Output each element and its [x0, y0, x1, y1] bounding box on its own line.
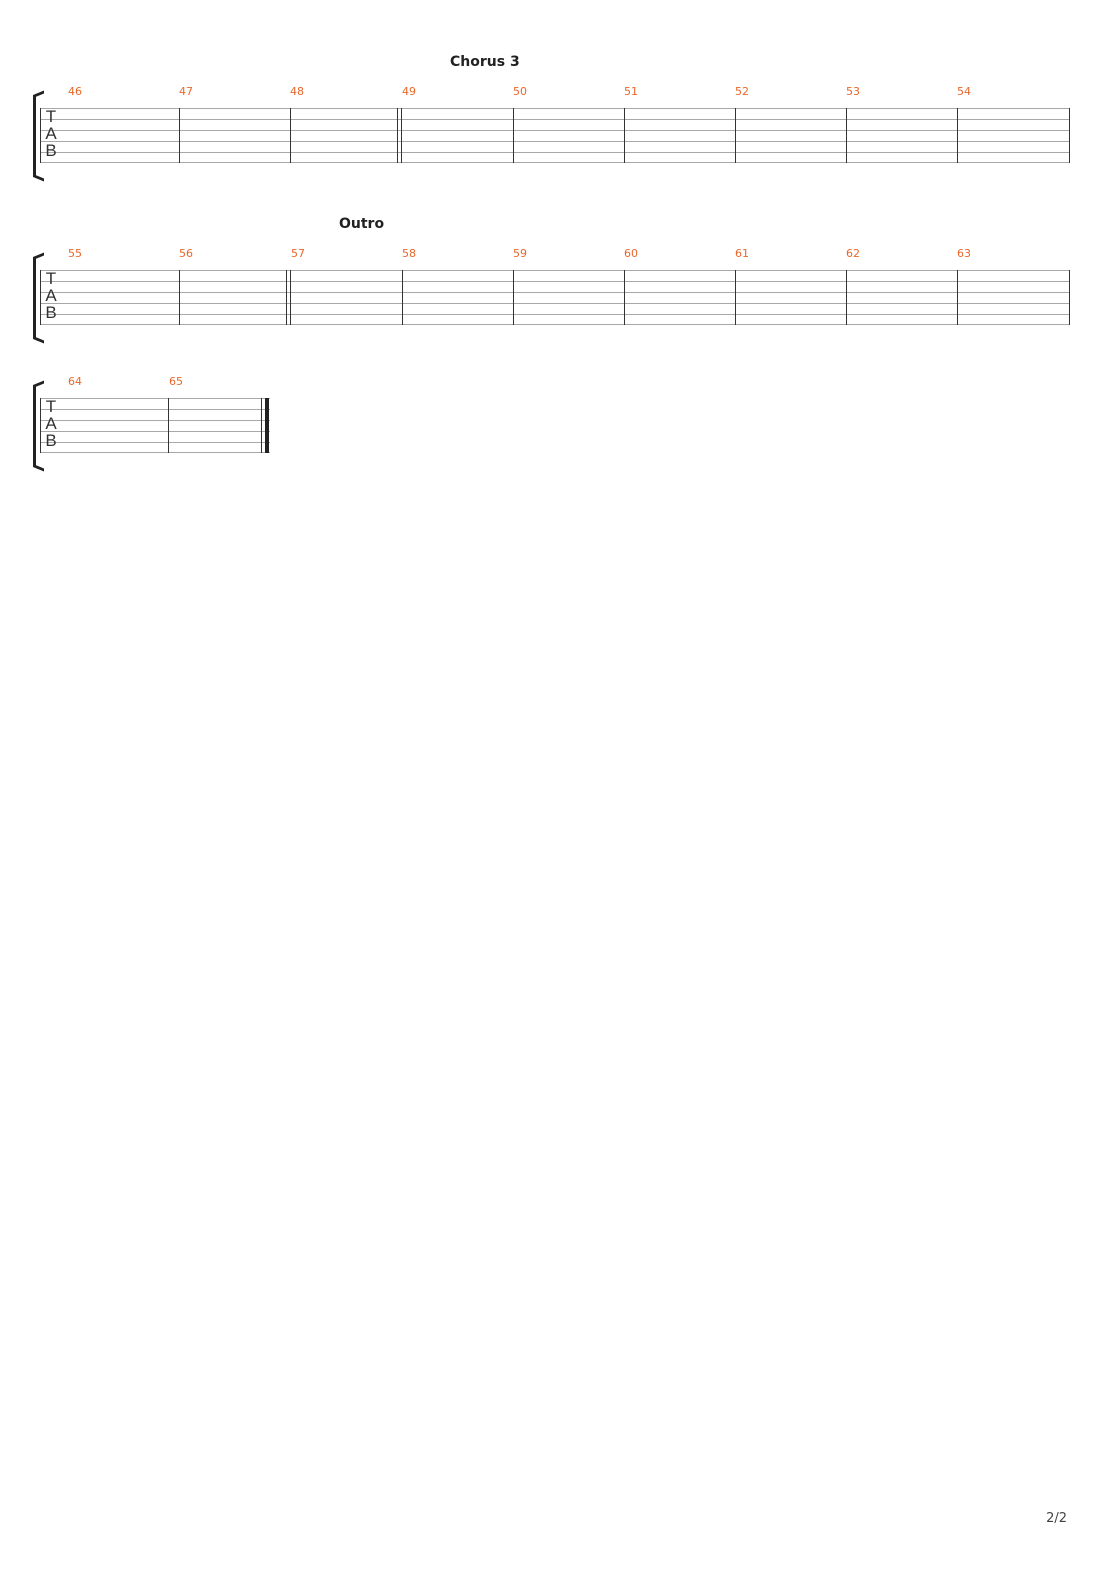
measure-number: 57 — [291, 247, 305, 260]
section-double-barline — [286, 270, 287, 325]
barline — [1069, 108, 1070, 163]
system-bracket — [33, 252, 44, 344]
section-title-chorus-3: Chorus 3 — [450, 54, 520, 70]
system-bracket — [33, 90, 44, 182]
final-barline-thin — [261, 398, 262, 453]
barline — [846, 108, 847, 163]
barline — [624, 108, 625, 163]
tab-staff: T A B — [40, 108, 1070, 163]
section-double-barline — [397, 108, 398, 163]
tab-clef: T A B — [45, 397, 57, 450]
section-double-barline — [290, 270, 291, 325]
measure-number: 54 — [957, 85, 971, 98]
barline — [40, 270, 41, 325]
measure-number: 51 — [624, 85, 638, 98]
measure-number: 46 — [68, 85, 82, 98]
measure-number: 60 — [624, 247, 638, 260]
measure-number: 48 — [290, 85, 304, 98]
measure-number: 64 — [68, 375, 82, 388]
tab-staff: T A B — [40, 270, 1070, 325]
barline — [290, 108, 291, 163]
barline — [1069, 270, 1070, 325]
system-bracket — [33, 380, 44, 472]
barline — [513, 270, 514, 325]
barline — [168, 398, 169, 453]
measure-number: 49 — [402, 85, 416, 98]
measure-number: 53 — [846, 85, 860, 98]
measure-number: 62 — [846, 247, 860, 260]
measure-number: 61 — [735, 247, 749, 260]
section-double-barline — [401, 108, 402, 163]
tab-clef: T A B — [45, 269, 57, 322]
barline — [40, 398, 41, 453]
barline — [735, 270, 736, 325]
barline — [402, 270, 403, 325]
barline — [957, 108, 958, 163]
final-barline-thick — [265, 398, 269, 453]
measure-number: 47 — [179, 85, 193, 98]
tab-staff: T A B — [40, 398, 270, 453]
measure-number: 63 — [957, 247, 971, 260]
barline — [846, 270, 847, 325]
measure-number: 55 — [68, 247, 82, 260]
measure-number: 59 — [513, 247, 527, 260]
measure-number: 65 — [169, 375, 183, 388]
barline — [179, 270, 180, 325]
barline — [624, 270, 625, 325]
barline — [513, 108, 514, 163]
barline — [957, 270, 958, 325]
barline — [179, 108, 180, 163]
barline — [735, 108, 736, 163]
measure-number: 52 — [735, 85, 749, 98]
measure-number: 58 — [402, 247, 416, 260]
barline — [40, 108, 41, 163]
page-number: 2/2 — [1046, 1511, 1067, 1526]
tab-clef: T A B — [45, 107, 57, 160]
section-title-outro: Outro — [339, 216, 385, 232]
measure-number: 50 — [513, 85, 527, 98]
measure-number: 56 — [179, 247, 193, 260]
